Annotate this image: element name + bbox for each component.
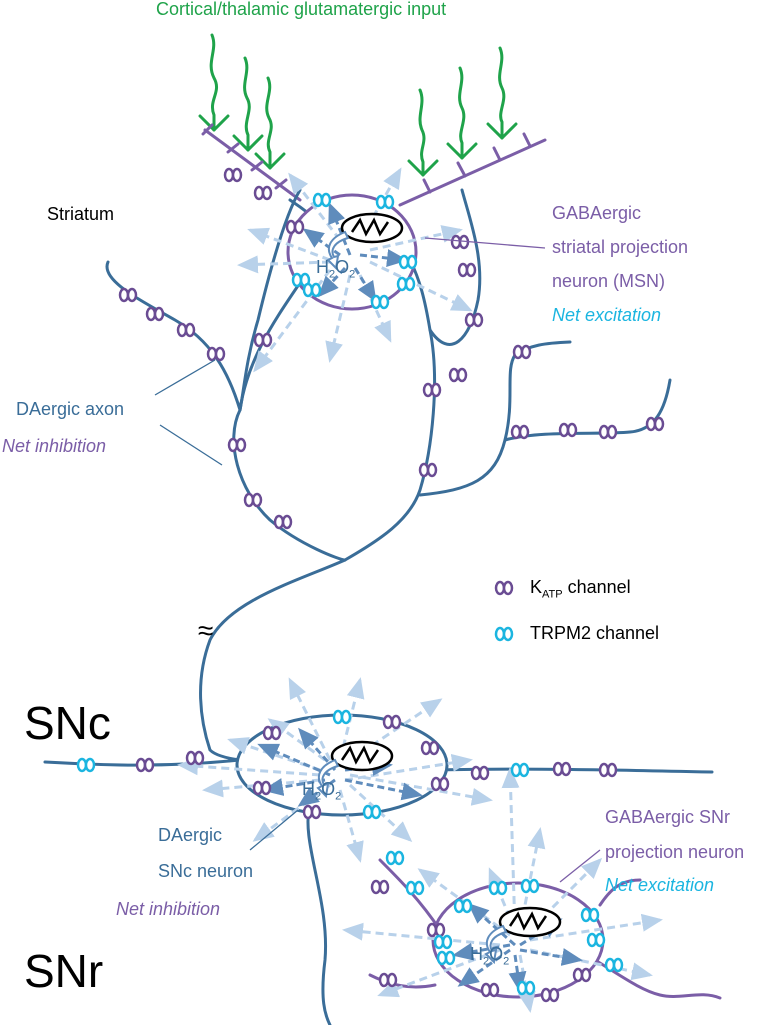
snr-neuron-label-line2: projection neuron [605, 842, 745, 862]
glutamatergic-input-label: Cortical/thalamic glutamatergic input [156, 0, 447, 19]
da-axon-label: DAergic axon [16, 399, 125, 419]
glutamatergic-inputs [198, 33, 518, 177]
msn-effect-label: Net excitation [552, 305, 662, 325]
snc-neuron-label-line1: DAergic [158, 825, 223, 845]
h2o2-release-arrow [316, 230, 508, 965]
snr-neuron-effect-label: Net excitation [605, 875, 715, 895]
snr-neuron-label-line1: GABAergic SNr [605, 807, 731, 827]
katp-channels [118, 167, 665, 1003]
legend-trpm2-icon [494, 626, 514, 642]
snc-neuron-effect-label: Net inhibition [116, 899, 221, 919]
snr-label: SNr [24, 945, 104, 997]
striatum-label: Striatum [47, 204, 115, 224]
da-axon-effect-label: Net inhibition [2, 436, 107, 456]
msn-dendrites [201, 123, 547, 207]
msn-label-line1: GABAergic [552, 203, 642, 223]
legend-katp-label: KATP channel [530, 577, 631, 601]
h2o2-label-snc: H2O2 [302, 779, 342, 803]
msn-label-line3: neuron (MSN) [552, 271, 666, 291]
msn-label-line2: striatal projection [552, 237, 689, 257]
h2o2-label-snr: H2O2 [470, 944, 510, 968]
snc-label: SNc [24, 697, 111, 749]
callout-lines [154, 237, 601, 883]
mitochondrion-icon [330, 212, 562, 938]
axon-break-symbol: ≈ [198, 615, 214, 646]
snc-neuron-label-line2: SNc neuron [158, 861, 254, 881]
legend-katp-icon [494, 580, 514, 596]
h2o2-label-msn: H2O2 [316, 257, 356, 281]
trpm2-channels [76, 192, 624, 996]
legend-trpm2-label: TRPM2 channel [530, 623, 660, 643]
